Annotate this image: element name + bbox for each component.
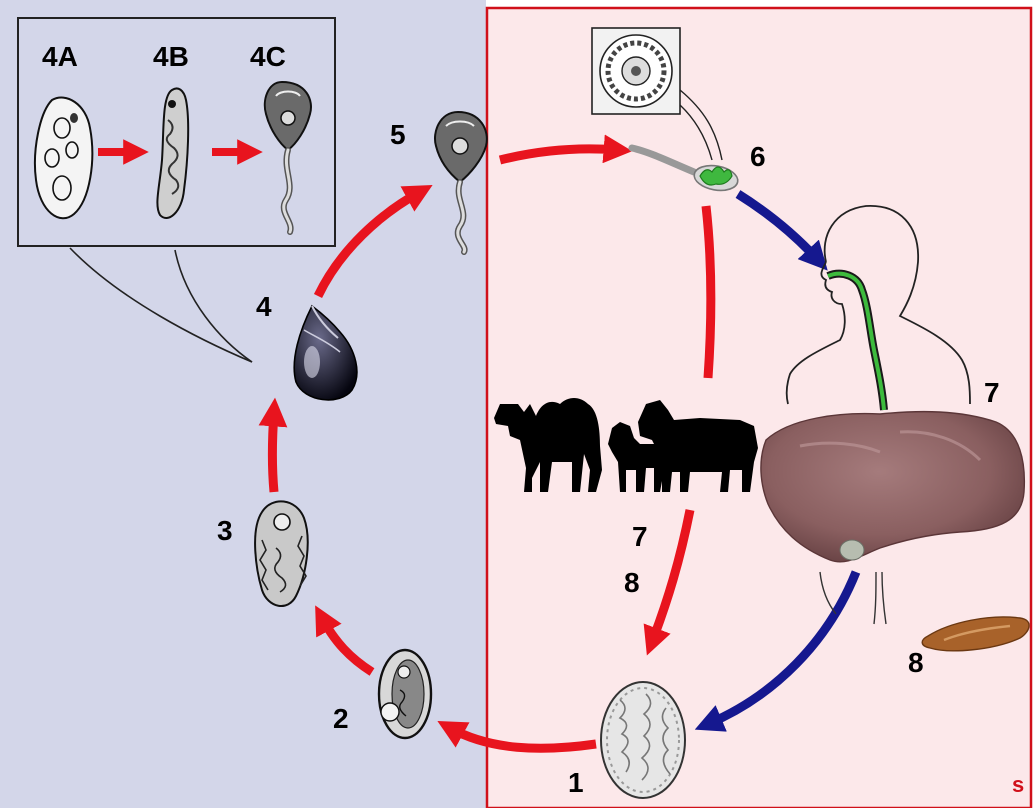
label-stage-4: 4 [256, 291, 272, 322]
arrow-6-to-animals [706, 206, 711, 378]
label-stage-1: 1 [568, 767, 584, 798]
corner-mark: s [1012, 772, 1024, 797]
label-stage-8-fluke: 8 [908, 647, 924, 678]
label-stage-6: 6 [750, 141, 766, 172]
label-4b: 4B [153, 41, 189, 72]
egg-icon [601, 682, 685, 798]
sporocyst-icon [35, 98, 92, 219]
label-stage-3: 3 [217, 515, 233, 546]
label-stage-7-animals: 7 [632, 521, 648, 552]
label-stage-8-animals: 8 [624, 567, 640, 598]
intramolluscan-stages-inset: 4A 4B 4C [18, 18, 335, 246]
label-4c: 4C [250, 41, 286, 72]
label-stage-2: 2 [333, 703, 349, 734]
label-4a: 4A [42, 41, 78, 72]
miracidium-icon [379, 650, 431, 738]
arrow-3-to-4 [273, 412, 275, 492]
label-stage-5: 5 [390, 119, 406, 150]
label-stage-7-host: 7 [984, 377, 1000, 408]
